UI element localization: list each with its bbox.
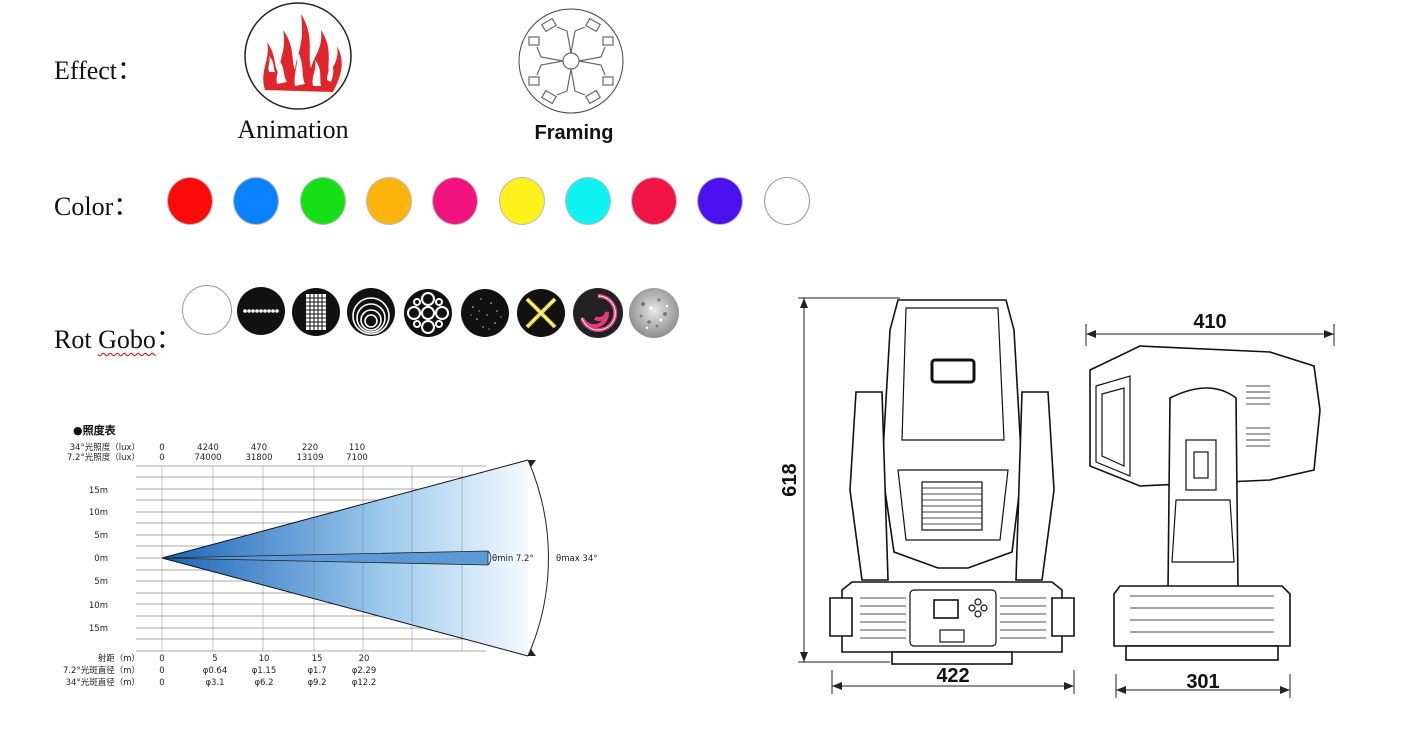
color-label: Color： <box>54 192 140 221</box>
illuminance-value: 220 <box>302 443 318 453</box>
illuminance-row-label: 34°光照度（lux） <box>70 442 140 453</box>
fixture-dimension-drawing: 618 422 410 301 <box>779 297 1335 698</box>
illuminance-value: 470 <box>251 443 267 453</box>
spot-value: 20 <box>359 654 370 664</box>
spot-row-label: 34°光斑直径（m） <box>66 677 140 688</box>
gobo-cross-icon <box>517 289 565 337</box>
framing-effect-icon <box>517 7 625 115</box>
effect-label: Effect： <box>54 56 144 85</box>
distance-axis-label: 5m <box>94 531 108 541</box>
animation-effect-icon <box>243 0 353 112</box>
illuminance-value: 7100 <box>346 453 368 463</box>
color-swatch-2 <box>233 177 279 225</box>
spot-value: 0 <box>159 654 164 664</box>
gobo-concentric-icon <box>347 288 395 336</box>
beam-angle-diagram: 34°光照度（lux） 0 4240 470 220 110 7.2°光照度（lux） 0 74… <box>63 442 598 688</box>
gobo-grid-icon <box>292 288 340 336</box>
spot-value: φ12.2 <box>352 678 377 688</box>
theta-max-label: θmax 34° <box>556 554 598 564</box>
rot-gobo-label: Rot Gobo： <box>54 319 182 356</box>
spot-row-label: 射距（m） <box>98 653 140 664</box>
distance-axis-label: 15m <box>89 624 108 634</box>
gobo-open-icon <box>182 285 232 335</box>
color-swatch-1 <box>167 177 213 225</box>
color-swatch-5 <box>432 177 478 225</box>
spot-value: φ0.64 <box>203 666 228 676</box>
gobo-stars-icon <box>461 289 509 337</box>
color-swatch-8 <box>631 177 677 225</box>
animation-caption: Animation <box>237 115 349 144</box>
distance-axis-label: 5m <box>94 577 108 587</box>
color-swatch-4 <box>366 177 412 225</box>
distance-axis-label: 10m <box>89 601 108 611</box>
color-swatch-10 <box>764 177 810 225</box>
gobo-texture-icon <box>629 288 679 338</box>
spot-value: 0 <box>159 666 164 676</box>
color-swatch-7 <box>565 177 611 225</box>
spot-value: 0 <box>159 678 164 688</box>
framing-caption: Framing <box>534 122 614 144</box>
spot-value: φ1.15 <box>252 666 277 676</box>
spot-value: 5 <box>212 654 217 664</box>
illuminance-value: 4240 <box>197 443 219 453</box>
spot-value: φ9.2 <box>307 678 326 688</box>
spot-value: φ3.1 <box>205 678 224 688</box>
spot-value: φ6.2 <box>254 678 273 688</box>
illuminance-value: 13109 <box>296 453 323 463</box>
distance-axis-label: 15m <box>89 486 108 496</box>
gobo-dots-line-icon <box>237 287 285 335</box>
distance-axis-label: 10m <box>89 508 108 518</box>
gobo-spiral-icon <box>573 288 623 338</box>
color-swatch-9 <box>697 177 743 225</box>
illuminance-value: 110 <box>349 443 365 453</box>
distance-axis-label: 0m <box>94 554 108 564</box>
rot-gobo-label-rot: Rot <box>54 325 99 354</box>
spot-value: φ1.7 <box>307 666 326 676</box>
gobo-circles-icon <box>404 289 452 337</box>
spot-value: 15 <box>312 654 323 664</box>
color-swatch-3 <box>300 177 346 225</box>
rot-gobo-label-colon: ： <box>155 325 182 354</box>
front-width-dimension-label: 422 <box>936 665 969 687</box>
illuminance-row-label: 7.2°光照度（lux） <box>67 452 140 463</box>
theta-min-label: θmin 7.2° <box>492 554 534 564</box>
height-dimension-label: 618 <box>779 463 801 496</box>
spot-row-label: 7.2°光斑直径（m） <box>63 665 140 676</box>
side-top-dimension-label: 410 <box>1193 311 1226 333</box>
rot-gobo-label-gobo: Gobo <box>98 325 156 354</box>
side-base-dimension-label: 301 <box>1186 671 1219 693</box>
color-swatch-6 <box>499 177 545 225</box>
illuminance-title: ●照度表 <box>73 424 116 437</box>
illuminance-value: 74000 <box>194 453 221 463</box>
spot-value: φ2.29 <box>352 666 377 676</box>
spot-value: 10 <box>259 654 270 664</box>
illuminance-value: 31800 <box>245 453 272 463</box>
illuminance-value: 0 <box>159 443 164 453</box>
illuminance-value: 0 <box>159 453 164 463</box>
